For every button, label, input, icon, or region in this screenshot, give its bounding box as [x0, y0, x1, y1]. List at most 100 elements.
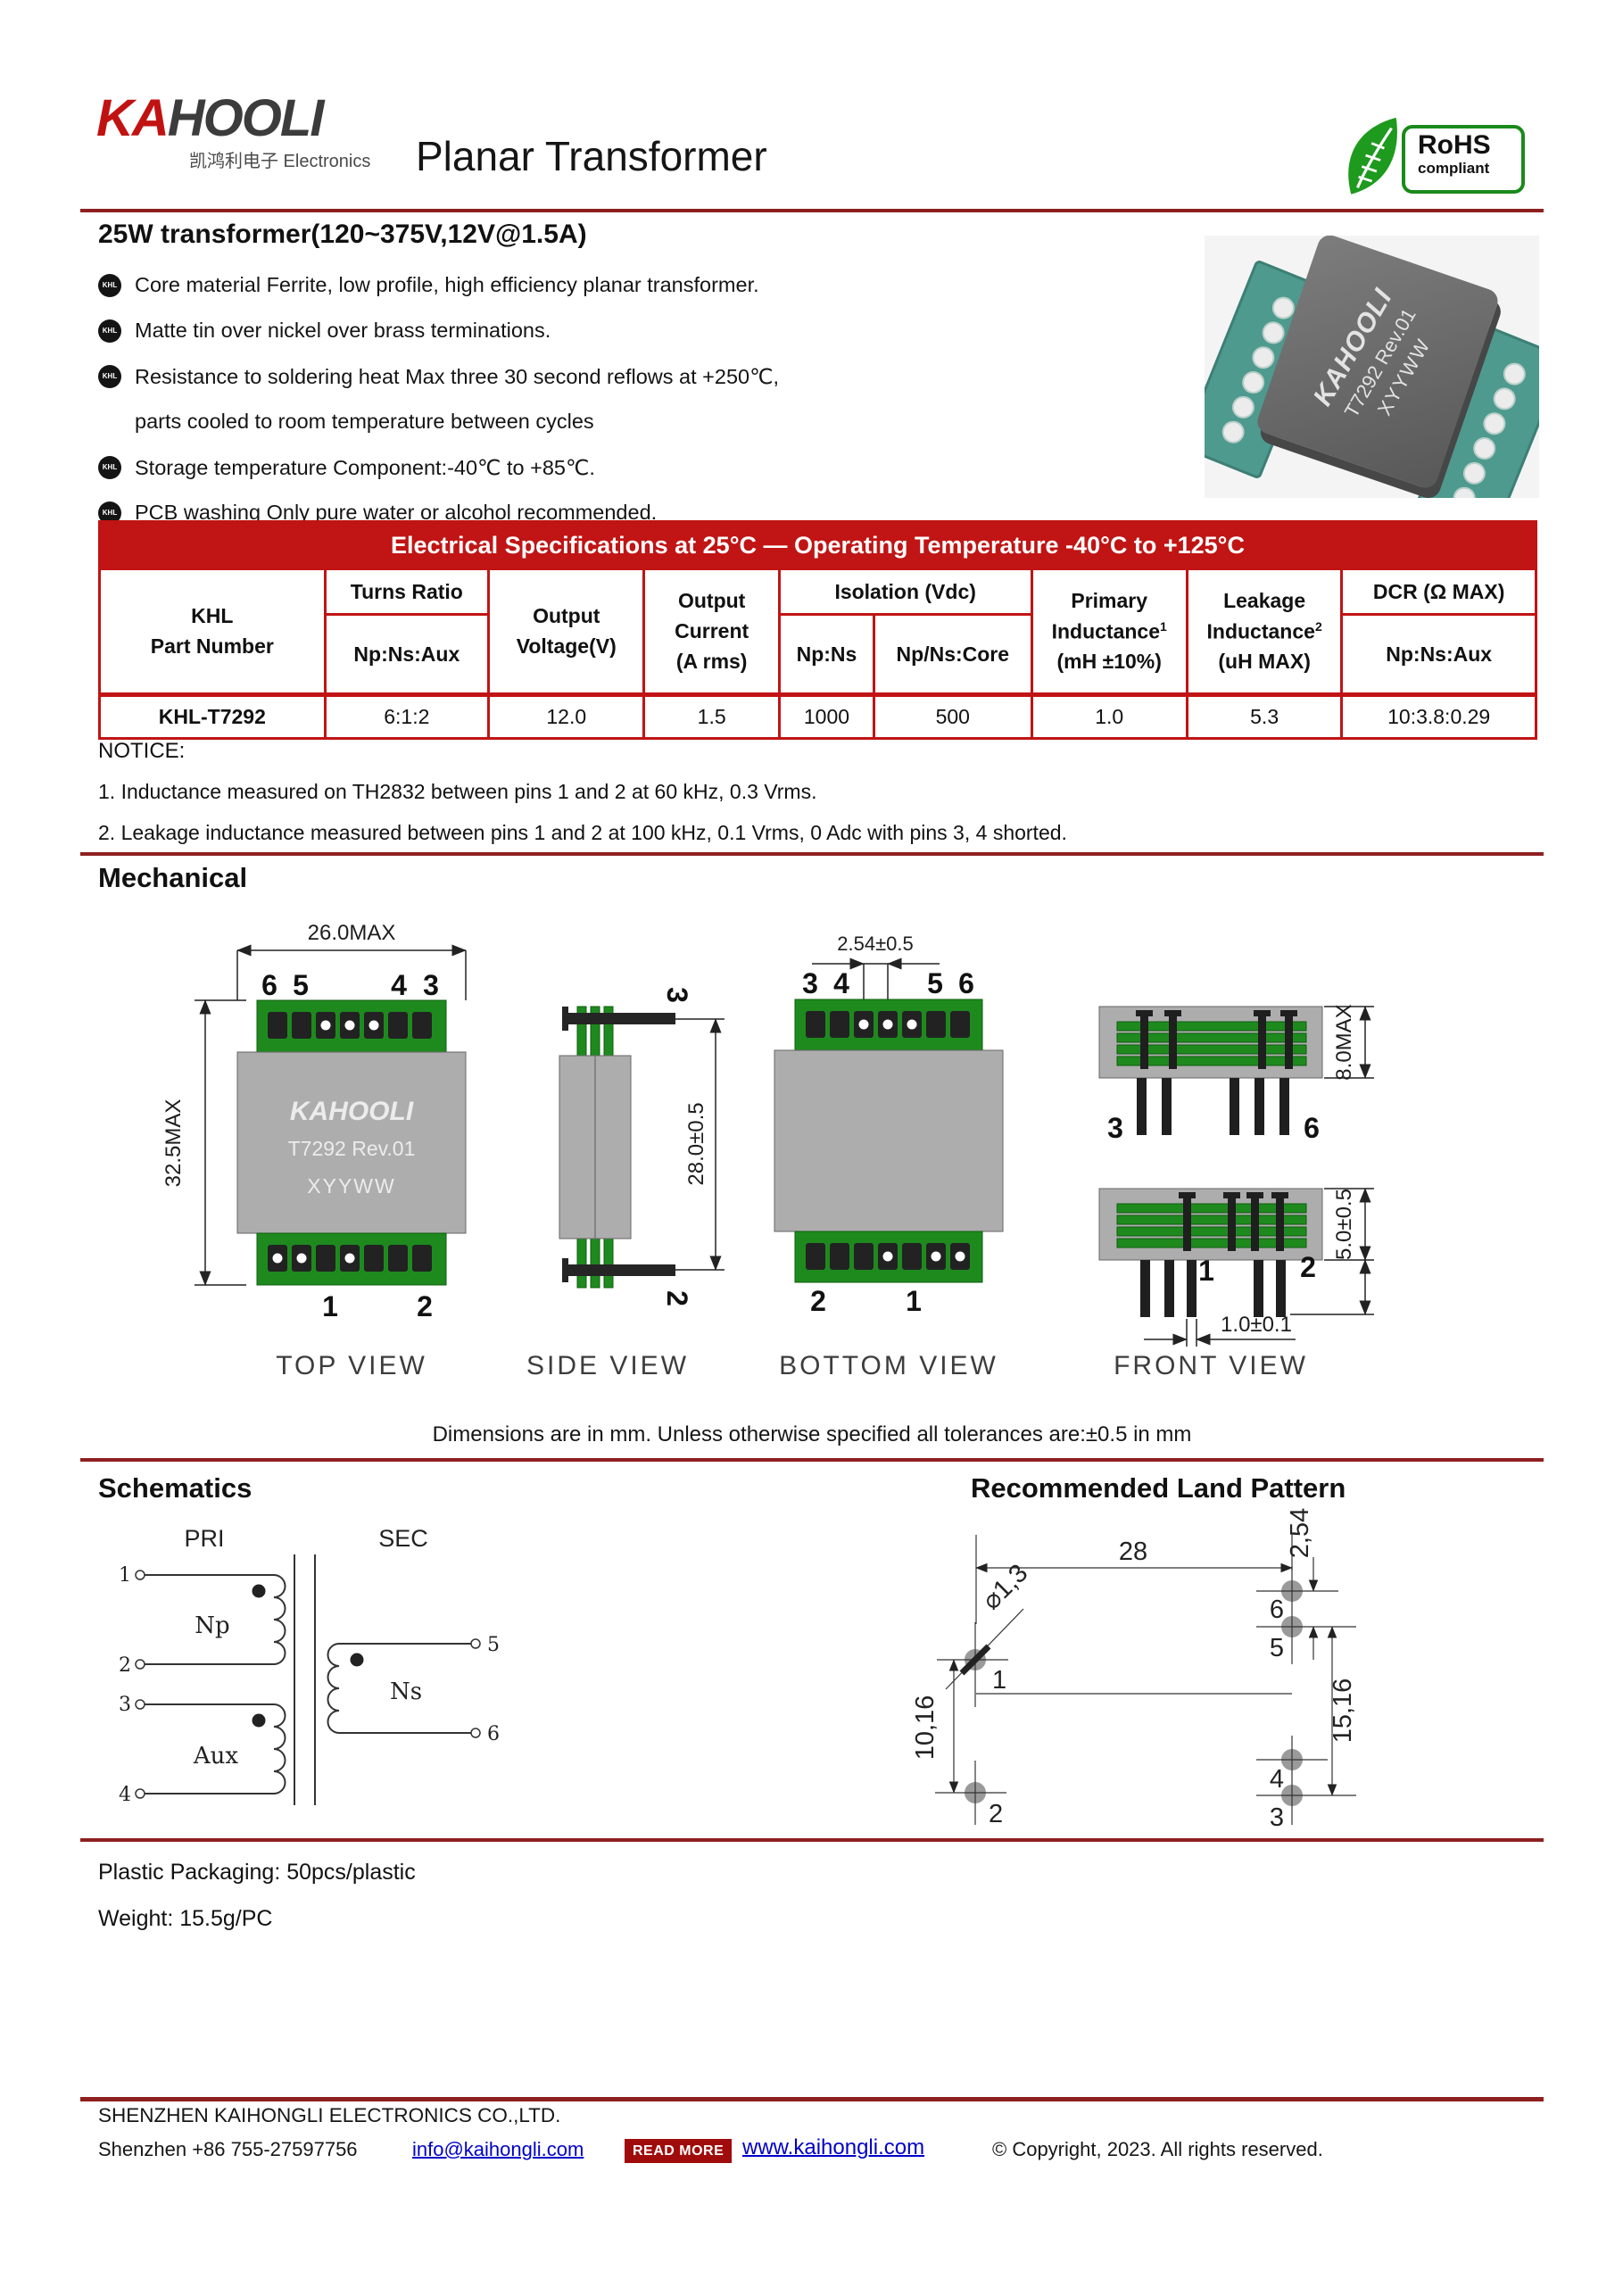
feature-text: PCB washing Only pure water or alcohol r…: [135, 501, 658, 524]
rohs-label: RoHS compliant: [1402, 125, 1525, 194]
table-title: Electrical Specifications at 25°C — Oper…: [98, 520, 1537, 570]
section-divider: [80, 1458, 1544, 1462]
land-pad-1-label: 1: [992, 1666, 1006, 1695]
mechanical-drawing: 26.0MAX 32.5MAX 6 5 4 3 KAHOOLI T7292 Re…: [161, 924, 1374, 1380]
cell-iso-core: 500: [873, 692, 1033, 740]
footer-copyright: © Copyright, 2023. All rights reserved.: [992, 2138, 1323, 2160]
polarity-dot: [350, 1653, 364, 1667]
cell-turns: 6:1:2: [323, 692, 491, 740]
land-pad-2-label: 2: [989, 1800, 1003, 1828]
pin-6-label: 6: [261, 969, 277, 1001]
col-primary-line2: Inductance1: [1033, 619, 1186, 644]
land-dim-28: 28: [1119, 1538, 1147, 1566]
read-more-button[interactable]: READ MORE: [625, 2139, 733, 2163]
bpin-6-label: 6: [958, 967, 974, 999]
col-turns-ratio: Turns Ratio: [323, 568, 491, 616]
bottom-view-pads: [806, 1011, 970, 1270]
cell-current: 1.5: [642, 692, 781, 740]
col-dcr-sub: Np:Ns:Aux: [1340, 613, 1537, 696]
cell-dcr: 10:3.8:0.29: [1340, 692, 1537, 740]
list-item: KHL PCB washing Only pure water or alcoho…: [98, 490, 1187, 535]
mechanical-heading: Mechanical: [98, 862, 248, 893]
photo-pad: [1221, 419, 1246, 444]
schematics-heading: Schematics: [98, 1472, 253, 1504]
front-dim-8-label: 8.0MAX: [1332, 1004, 1356, 1080]
logo-subtitle: 凯鸿利电子 Electronics: [189, 152, 371, 171]
ns-label: Ns: [390, 1678, 422, 1705]
photo-pad: [1502, 361, 1527, 386]
dim-width-label: 26.0MAX: [308, 924, 396, 945]
col-current-line1: Output: [677, 589, 746, 612]
logo-ka: KA: [96, 89, 170, 147]
spec-table: Electrical Specifications at 25°C — Oper…: [98, 520, 1537, 740]
bpin-1-label: 1: [906, 1285, 922, 1317]
cell-leakage: 5.3: [1185, 692, 1344, 740]
cell-iso-npns: 1000: [777, 692, 876, 740]
packaging-line: Plastic Packaging: 50pcs/plastic: [98, 1860, 416, 1885]
pin-1-label: 1: [322, 1290, 338, 1322]
ns-winding: 5 6 Ns: [327, 1634, 500, 1745]
header-divider: [80, 209, 1544, 212]
top-view: 26.0MAX 32.5MAX 6 5 4 3 KAHOOLI T7292 Re…: [161, 924, 467, 1380]
land-pad-3-label: 3: [1270, 1803, 1284, 1832]
col-isolation: Isolation (Vdc): [777, 568, 1033, 616]
khl-bullet-icon: KHL: [98, 501, 121, 525]
cell-part: KHL-T7292: [98, 692, 327, 740]
photo-pad: [1492, 385, 1517, 410]
col-primary-sup: 1: [1160, 618, 1167, 634]
col-voltage-line1: Output: [533, 604, 600, 627]
land-dim-254: 2,54: [1286, 1508, 1314, 1558]
feature-text: Matte tin over nickel over brass termina…: [135, 319, 551, 342]
feature-text: Resistance to soldering heat Max three 3…: [135, 364, 780, 388]
notice-note-2: 2. Leakage inductance measured between p…: [98, 821, 1067, 844]
land-pad-4-label: 4: [1270, 1765, 1284, 1794]
land-pattern-drawing: 28 1 ⌀1,3 10,16 2 6 5 4 3 2,54 15,16: [911, 1508, 1357, 1832]
sch-pin-2: 2: [119, 1654, 131, 1677]
photo-pad: [1261, 319, 1286, 344]
top-view-caption: TOP VIEW: [276, 1351, 427, 1380]
list-item: KHL Core material Ferrite, low profile, h…: [98, 262, 1187, 308]
fpin-6-label: 6: [1304, 1112, 1320, 1144]
col-leakage-line2: Inductance2: [1188, 619, 1340, 644]
col-primary-word: Inductance: [1051, 619, 1161, 643]
col-part-line2: Part Number: [150, 634, 274, 658]
np-label: Np: [195, 1612, 229, 1639]
photo-core-label: KAHOOLI T7292 Rev.01 XYYWW: [1308, 284, 1447, 439]
polarity-dot: [252, 1713, 266, 1728]
footer-contact-row: Shenzhen +86 755-27597756 info@kaihongli…: [80, 2134, 1597, 2170]
product-photo: KAHOOLI T7292 Rev.01 XYYWW: [1205, 236, 1539, 498]
feature-text: Core material Ferrite, low profile, high…: [135, 273, 759, 296]
aux-label: Aux: [193, 1743, 239, 1770]
footer-email-link[interactable]: info@kaihongli.com: [412, 2138, 584, 2160]
col-primary-line1: Primary: [1071, 588, 1148, 612]
side-view: 3 2 28.0±0.5 SIDE VIEW: [526, 987, 725, 1380]
col-leakage-line1: Leakage: [1223, 588, 1306, 612]
col-leakage-word: Inductance: [1206, 619, 1315, 643]
sch-pin-6: 6: [487, 1723, 500, 1745]
fpin-3-label: 3: [1107, 1112, 1123, 1144]
logo-hooli: HOOLI: [167, 89, 325, 147]
footer-website-link[interactable]: www.kaihongli.com: [742, 2135, 925, 2159]
khl-bullet-icon: KHL: [98, 364, 121, 388]
bpin-3-label: 3: [802, 967, 818, 999]
cell-primary: 1.0: [1030, 692, 1188, 740]
feature-text: Storage temperature Component:-40℃ to +8…: [135, 455, 595, 479]
footer-divider: [80, 2097, 1544, 2101]
top-view-model: T7292 Rev.01: [288, 1137, 416, 1160]
leaf-icon: [1348, 117, 1397, 195]
photo-pad: [1271, 294, 1296, 320]
land-pattern-heading: Recommended Land Pattern: [971, 1472, 1346, 1504]
pin-5-label: 5: [293, 969, 309, 1001]
bottom-dim-label: 2.54±0.5: [837, 932, 913, 955]
product-heading: 25W transformer(120~375V,12V@1.5A): [98, 220, 587, 249]
top-view-code: XYYWW: [307, 1174, 395, 1198]
bottom-view-caption: BOTTOM VIEW: [779, 1351, 998, 1380]
khl-bullet-icon: KHL: [98, 273, 121, 297]
table-row: KHL-T7292 6:1:2 12.0 1.5 1000 500 1.0 5.…: [98, 692, 1537, 740]
pri-label: PRI: [184, 1525, 224, 1552]
sch-pin-1: 1: [119, 1564, 131, 1587]
